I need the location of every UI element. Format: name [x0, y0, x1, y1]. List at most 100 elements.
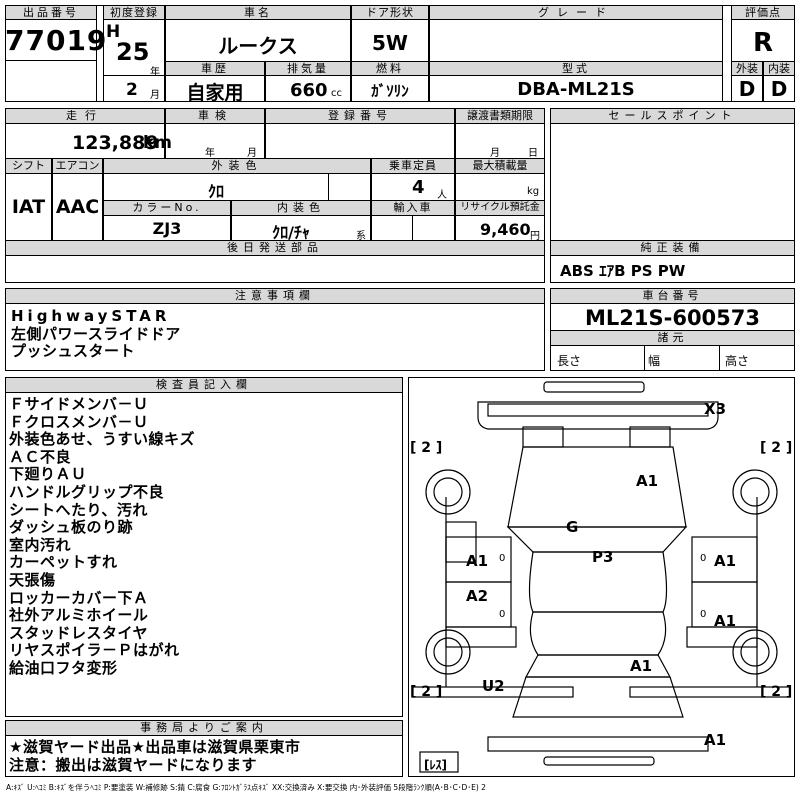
score-value: R: [752, 28, 774, 58]
notes-line: HighwaySTAR: [11, 307, 171, 325]
first-reg-cell: [103, 19, 165, 102]
history-header: 車歴: [165, 61, 265, 76]
int-color-value: ｸﾛ/ﾁｬ: [272, 223, 310, 242]
right-headlight-shape: [629, 426, 671, 448]
inspection-header: 車検: [165, 108, 265, 124]
right-front-wheel-inner-shape: [740, 477, 770, 507]
recycle-value: 9,460: [480, 220, 531, 239]
cc-unit: cc: [331, 88, 342, 99]
month-unit: 月: [150, 90, 160, 101]
spare-box-shape: [419, 751, 459, 773]
roof-damage-label: P3: [592, 548, 614, 566]
right-rear-door-damage-label: A1: [714, 612, 737, 630]
kg-unit: kg: [527, 186, 540, 197]
office-header: 事務局よりご案内: [5, 720, 403, 736]
ext-color-value: ｸﾛ: [207, 182, 224, 201]
x3-label: X3: [704, 400, 727, 418]
inspector-note: Ｆクロスメンバ－Ｕ: [9, 412, 149, 431]
lot-no-header: 出品番号: [5, 5, 97, 20]
office-notes-list: ★滋賀ヤード出品★出品車は滋賀県栗東市 注意：搬出は滋賀ヤードになります: [9, 738, 301, 774]
height-label: 高さ: [725, 354, 750, 368]
car-diagram: [412, 381, 791, 773]
color-no-header: カラーNo.: [103, 200, 231, 216]
inspection-month-unit: 月: [247, 148, 257, 159]
office-note: ★滋賀ヤード出品★出品車は滋賀県栗東市: [9, 738, 301, 756]
mileage-header: 走行: [5, 108, 165, 124]
first-reg-divider: [103, 75, 165, 76]
aircon-value: AAC: [55, 196, 100, 218]
left-rear-door-zero: 0: [499, 609, 506, 620]
inspector-note: 下廻りＡＵ: [9, 465, 87, 484]
right-front-door-damage-label: A1: [714, 552, 737, 570]
notes-line: プッシュスタート: [11, 342, 136, 361]
height-cell: [719, 345, 795, 371]
left-front-wheel-shape: [425, 469, 471, 515]
inspector-note: スタッドレスタイヤ: [9, 623, 149, 642]
left-front-door-zero: 0: [499, 553, 506, 564]
right-rear-door-zero: 0: [700, 609, 707, 620]
capacity-header: 乗車定員: [371, 158, 455, 174]
fuel-header: 燃料: [351, 61, 429, 76]
fuel-value: ｶﾞｿﾘﾝ: [371, 82, 409, 100]
recycle-header: リサイクル預託金: [455, 200, 545, 216]
km-unit: km: [143, 133, 173, 153]
year-unit: 年: [150, 67, 160, 78]
ext-color-header: 外装色: [103, 158, 371, 174]
sales-points-header: セールスポイント: [550, 108, 795, 124]
displacement-cell: [265, 75, 351, 102]
rear-bumper-shape: [412, 686, 574, 698]
color-no-value: ZJ3: [152, 219, 182, 238]
hood-damage-label: A1: [636, 472, 659, 490]
inspection-year-unit: 年: [205, 148, 215, 159]
chassis-no-value: ML21S-600573: [584, 306, 760, 330]
rear-damage-label: A1: [630, 657, 653, 675]
deadline-day-unit: 日: [528, 148, 538, 159]
grade-header: グレード: [429, 5, 723, 20]
grade-cell: [429, 19, 723, 62]
inspector-note: ダッシュ板のり跡: [9, 518, 134, 537]
displacement-header: 排気量: [265, 61, 351, 76]
left-rear-wheel-shape: [425, 629, 471, 675]
right-front-wheel-shape: [732, 469, 778, 515]
specs-header: 諸元: [550, 330, 795, 346]
inspector-note: ＡＣ不良: [9, 447, 72, 466]
car-name-header: 車名: [165, 5, 351, 20]
office-note: 注意：搬出は滋賀ヤードになります: [9, 755, 258, 774]
inspector-notes-list: Ｆサイドメンバ－Ｕ Ｆクロスメンバ－Ｕ 外装色あせ、うすい線キズ ＡＣ不良 下廻…: [9, 395, 195, 678]
rear-bumper-right-shape: [629, 686, 791, 698]
left-rear-door-damage-label: A2: [466, 587, 489, 605]
rear-lower-bar-shape: [543, 756, 655, 766]
import-cell-a: [371, 215, 413, 241]
model-type-cell: [429, 75, 723, 102]
model-type-header: 型式: [429, 61, 723, 76]
later-parts-header: 後日発送部品: [5, 240, 545, 256]
right-rear-wheel-shape: [732, 629, 778, 675]
car-name-value: ルークス: [218, 34, 298, 58]
exterior-cell: [731, 75, 763, 102]
int-color-header: 内装色: [231, 200, 371, 216]
deadline-month-unit: 月: [490, 148, 500, 159]
right-front-door-zero: 0: [700, 553, 707, 564]
tire-rr-label: [ 2 ]: [760, 684, 793, 700]
score-header: 評価点: [731, 5, 795, 20]
interior-value: D: [770, 77, 788, 101]
tire-rl-label: [ 2 ]: [410, 684, 443, 700]
lot-no-lower-cell: [5, 60, 97, 102]
hood-shape: [507, 446, 687, 528]
inspector-note: カーペットすれ: [9, 553, 118, 572]
right-rear-wheel-inner-shape: [740, 637, 770, 667]
inspector-note: 室内汚れ: [9, 535, 72, 554]
exterior-header: 外装: [731, 61, 763, 76]
left-rear-wheel-inner-shape: [433, 637, 463, 667]
rear-panel-damage-label: A1: [704, 731, 727, 749]
inspector-note: Ｆサイドメンバ－Ｕ: [9, 395, 149, 413]
sales-points-box: [550, 108, 795, 283]
front-bumper-shape: [543, 381, 645, 393]
legend-text: A:ｷｽﾞ U:ﾍｺﾐ B:ｷｽﾞを伴うﾍｺﾐ P:要塗装 W:補修跡 S:錆 …: [6, 783, 486, 792]
inspector-note: リヤスポイラ－Ｐはがれ: [9, 641, 180, 660]
aircon-header: エアコン: [52, 158, 103, 174]
spare-label: [ﾚｽ]: [424, 758, 447, 772]
lot-no-value: 77019: [5, 24, 108, 57]
reg-no-header: 登録番号: [265, 108, 455, 124]
import-cell-b: [412, 215, 455, 241]
